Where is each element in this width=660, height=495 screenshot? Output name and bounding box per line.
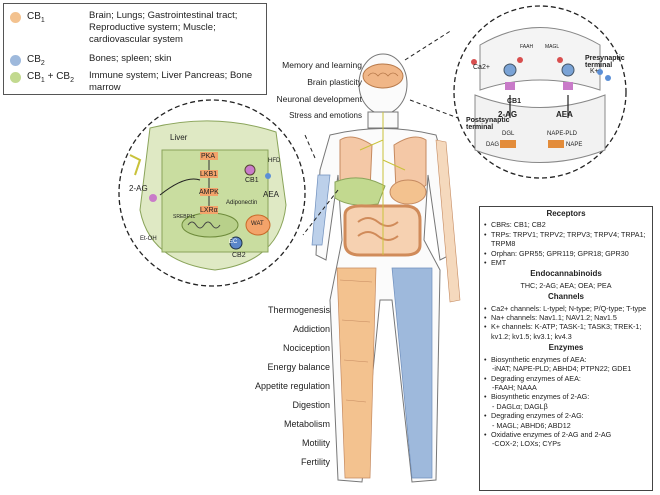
channels-heading: Channels [547,292,584,302]
legend-swatch-cb2 [10,55,21,66]
connector-liver-top [304,134,316,159]
legend-box: CB1 Brain; Lungs; Gastrointestinal tract… [3,3,267,95]
liver-label-etoh: Et-OH [140,236,157,242]
synapse-label-cb1: CB1 [507,98,522,105]
connector-brain-top [404,29,453,61]
enzyme-item-title: Oxidative enzymes of 2-AG and 2-AG [484,430,649,440]
legend-key-cb1: CB1 [27,11,45,24]
synapse-label-2ag: 2-AG [498,110,518,119]
channel-item: Na+ channels: Nav1.1; NAV1.2; Nav1.5 [484,313,649,323]
enzyme-item-detail: -FAAH; NAAA [492,382,537,392]
nerve-lines [359,112,406,255]
label-memory: Memory and learning [282,60,362,70]
liver-label-ec: EC [229,239,238,245]
enzyme-item-detail: - DAGLα; DAGLβ [492,401,548,411]
function-metabolism: Metabolism [283,419,330,429]
liver-label-cb2: CB2 [232,252,246,259]
enzyme-item-title: Degrading enzymes of 2-AG: [484,411,649,421]
function-nociception: Nociception [282,343,330,353]
leg-bone [391,267,433,479]
liver-label-wat: WAT [251,221,264,227]
synapse-label-nape-pld: NAPE-PLD [547,131,578,137]
enzyme-item-detail: -COX-2; LOXs; CYPs [492,439,561,449]
enzyme-item-title: Biosynthetic enzymes of AEA: [484,355,649,365]
liver-title: Liver [170,133,188,142]
enzymes-heading: Enzymes [548,343,584,353]
function-fertility: Fertility [301,457,330,467]
label-neuronal-development: Neuronal development [276,94,362,104]
label-plasticity: Brain plasticity [307,77,362,87]
stomach-organ [389,179,427,205]
legend-desc-both: Immune system; Liver Pancreas; Bone marr… [89,70,253,93]
synapse-circle [453,5,627,179]
enzyme-item-detail: -iNAT; NAPE-PLD; ABHD4; PTPN22; GDE1 [492,364,632,374]
function-thermogenesis: Thermogenesis [267,305,330,315]
function-digestion: Digestion [292,400,330,410]
receptor-item: TRPs: TRPV1; TRPV2; TRPV3; TRPV4; TRPA1;… [484,230,649,249]
function-addiction: Addiction [292,324,330,334]
arm-bone [311,174,331,246]
receptor-item: Orphan: GPR55; GPR119; GPR18; GPR30 [484,249,649,259]
legend-swatch-cb1 [10,12,21,23]
synapse-label-magl: MAGL [545,44,560,50]
synapse-label-aea: AEA [556,110,573,119]
synapse-label-postsynaptic: Postsynaptic terminal [466,117,510,131]
channel-item: K+ channels: K-ATP; TASK-1; TASK3; TREK-… [484,322,649,341]
function-motility: Motility [301,438,330,448]
liver-label-adiponectin: Adiponectin [226,200,258,206]
liver-label-lxra: LXRα [200,207,218,214]
legend-key-both: CB1 + CB2 [27,71,75,84]
enzyme-item-detail: - MAGL; ABHD6; ABD12 [492,420,571,430]
arm-muscle [435,139,461,303]
label-stress: Stress and emotions [289,111,362,120]
enzyme-item-title: Degrading enzymes of AEA: [484,374,649,384]
enzyme-item-title: Biosynthetic enzymes of 2-AG: [484,392,649,402]
info-box: Receptors CBRs: CB1; CB2 TRPs: TRPV1; TR… [479,206,653,491]
liver-label-pka: PKA [201,153,216,160]
receptors-heading: Receptors [546,209,586,218]
synapse-label-nape: NAPE [566,142,583,148]
liver-label-hfd: HFD [268,158,281,164]
legend-row-cb2: CB2 Bones; spleen; skin [10,53,267,70]
liver-label-2ag: 2-AG [129,184,148,193]
legend-row-cb1-cb2: CB1 + CB2 Immune system; Liver Pancreas;… [10,70,267,94]
receptor-item: CBRs: CB1; CB2 [484,220,649,230]
synapse-label-ca: Ca2+ [473,64,490,71]
liver-organ [334,177,386,206]
liver-label-aea: AEA [263,190,280,199]
legend-row-cb1: CB1 Brain; Lungs; Gastrointestinal tract… [10,10,267,46]
brain-icon [362,63,404,89]
synapse-label-presynaptic: Presynaptic terminal [585,55,625,69]
endo-list: THC; 2-AG; AEA; OEA; PEA [520,280,612,290]
function-energy-balance: Energy balance [267,362,330,372]
endo-heading: Endocannabinoids [530,269,602,279]
synapse-label-k: K+ [590,68,599,75]
synapse-label-faah: FAAH [520,44,534,50]
liver-label-ampk: AMPK [199,189,219,196]
legend-desc-cb2: Bones; spleen; skin [89,53,172,64]
connector-liver-bottom [302,189,339,236]
receptor-item: EMT [484,258,649,268]
legend-swatch-both [10,72,21,83]
liver-circle [118,99,306,287]
legend-desc-cb1: Brain; Lungs; Gastrointestinal tract; Re… [89,10,238,45]
synapse-label-dgl: DGL [502,131,515,137]
channel-item: Ca2+ channels: L-typel; N-type; P/Q-type… [484,304,649,314]
liver-label-srebp: SREBP1c [173,214,196,220]
connector-brain-bottom [409,99,459,119]
function-appetite: Appetite regulation [254,381,330,391]
legend-key-cb2: CB2 [27,54,45,67]
liver-label-cb1: CB1 [245,177,259,184]
liver-label-lkb1: LKB1 [200,171,218,178]
synapse-label-dag: DAG [486,142,500,148]
